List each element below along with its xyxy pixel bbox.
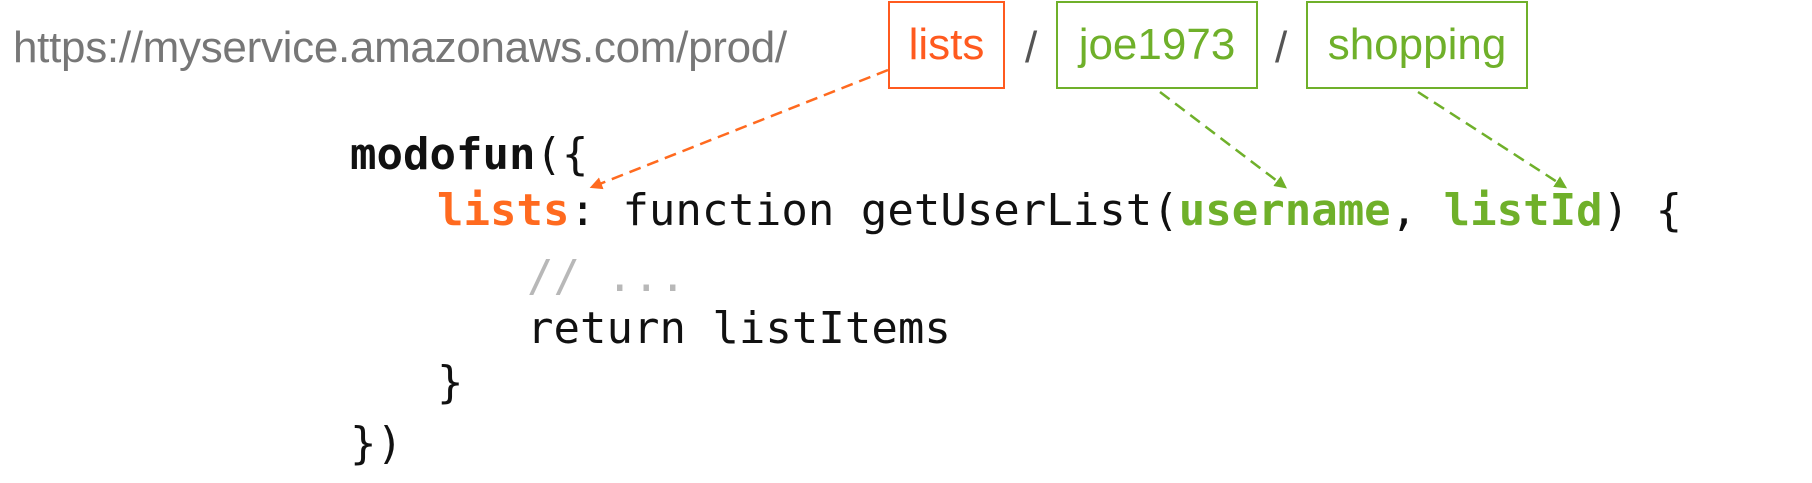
arrow-listid-to-param: [1417, 90, 1568, 189]
url-separator: /: [1025, 23, 1038, 72]
url-segment-username: joe1973: [1056, 1, 1258, 89]
call-open: ({: [535, 129, 589, 180]
param-username: username: [1178, 185, 1391, 236]
param-list-id: listId: [1443, 185, 1603, 236]
url-segment-username-label: joe1973: [1078, 20, 1236, 69]
url-segment-list-id: shopping: [1306, 1, 1528, 89]
handler-colon: :: [569, 185, 596, 236]
url-separator: /: [1275, 23, 1288, 72]
code-outer-close: }): [350, 418, 403, 469]
url-segment-lists-label: lists: [908, 20, 985, 69]
url-segment-lists: lists: [888, 1, 1005, 89]
arrow-username-to-param: [1159, 91, 1287, 189]
url-segment-list-id-label: shopping: [1327, 20, 1507, 69]
code-line-handler: lists: function getUserList(username, li…: [437, 181, 1682, 241]
code-inner-close: }: [437, 357, 464, 408]
function-declaration: function getUserList(: [595, 185, 1179, 236]
code-return-line: return listItems: [527, 303, 951, 354]
handler-key: lists: [437, 185, 570, 236]
declaration-close: ) {: [1602, 185, 1683, 236]
param-comma: ,: [1390, 185, 1444, 236]
call-name: modofun: [350, 129, 536, 180]
request-url: https://myservice.amazonaws.com/prod/ li…: [0, 0, 1812, 100]
code-comment: // ...: [527, 251, 686, 302]
code-line-call: modofun({: [350, 125, 588, 185]
url-base-path: https://myservice.amazonaws.com/prod/: [13, 23, 787, 72]
